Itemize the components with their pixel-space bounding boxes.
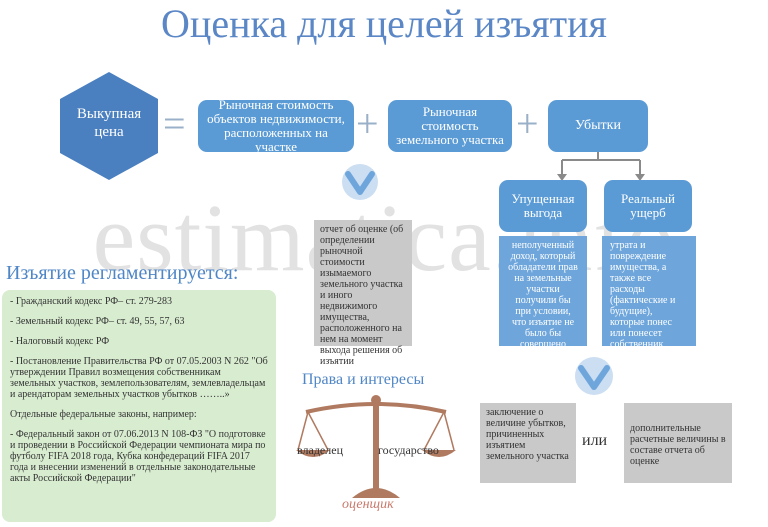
market-objects-label: Рыночная стоимость объектов недвижимости…	[207, 97, 345, 154]
page-title: Оценка для целей изъятия	[161, 1, 607, 46]
lost-profit-desc: неполученный доход, который обладатели п…	[499, 236, 587, 350]
state-label: государство	[378, 443, 439, 457]
market-land-label: Рыночная стоимость земельного участка	[396, 104, 504, 147]
scales-icon	[296, 395, 456, 498]
real-damage-desc: утрата и повреждение имущества, а также …	[602, 236, 696, 372]
report-note-box: отчет об оценке (об определении рыночной…	[314, 220, 412, 367]
losses-connectors	[557, 152, 645, 181]
regulation-title: Изъятие регламентируется:	[6, 262, 239, 284]
chevron-down-icon	[342, 164, 378, 200]
buyout-hexagon	[60, 72, 158, 180]
market-land-box: Рыночная стоимость земельного участка	[388, 100, 512, 152]
buyout-label: Выкупная цена	[76, 106, 142, 140]
regulation-item: - Земельный кодекс РФ– ст. 49, 55, 57, 6…	[10, 316, 185, 327]
rights-title: Права и интересы	[302, 371, 425, 388]
regulation-item: - Федеральный закон от 07.06.2013 N 108-…	[10, 429, 266, 484]
regulation-panel: - Гражданский кодекс РФ– ст. 279-283 - З…	[2, 290, 276, 522]
market-objects-box: Рыночная стоимость объектов недвижимости…	[198, 97, 354, 154]
lost-profit-label: Упущенная выгода	[511, 191, 575, 220]
lost-profit-box: Упущенная выгода	[499, 180, 587, 232]
equals-sign: =	[163, 101, 186, 146]
conclusion-right-box: дополнительные расчетные величины в сост…	[624, 403, 732, 483]
plus-sign-1: +	[356, 101, 379, 146]
conclusion-left-box: заключение о величине убытков, причиненн…	[480, 403, 576, 483]
regulation-item: - Гражданский кодекс РФ– ст. 279-283	[10, 296, 173, 307]
real-damage-box: Реальный ущерб	[604, 180, 692, 232]
regulation-item: - Постановление Правительства РФ от 07.0…	[10, 356, 268, 400]
chevron-down-icon	[575, 357, 613, 395]
plus-sign-2: +	[516, 101, 539, 146]
losses-label: Убытки	[575, 118, 621, 133]
losses-box: Убытки	[548, 100, 648, 152]
regulation-item: Отдельные федеральные законы, например:	[10, 409, 197, 420]
appraiser-label: оценщик	[342, 497, 394, 512]
real-damage-label: Реальный ущерб	[621, 191, 675, 220]
regulation-item: - Налоговый кодекс РФ	[10, 336, 110, 347]
owner-label: владелец	[297, 443, 343, 457]
or-label: или	[582, 432, 608, 449]
